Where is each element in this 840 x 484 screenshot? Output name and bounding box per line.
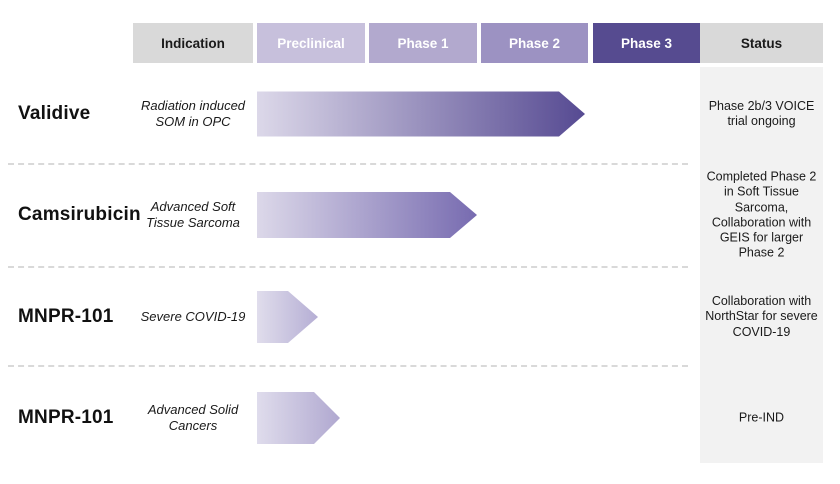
indication-mnpr101-solid: Advanced Solid Cancers <box>147 401 239 433</box>
column-header-status: Status <box>700 23 823 63</box>
drug-name-mnpr101-covid: MNPR-101 <box>18 306 114 327</box>
progress-arrow-mnpr101-solid <box>257 392 340 444</box>
status-column-panel <box>700 67 823 463</box>
drug-name-camsirubicin: Camsirubicin <box>18 204 141 225</box>
column-header-phase-2: Phase 2 <box>481 23 588 63</box>
status-camsirubicin: Completed Phase 2 in Soft Tissue Sarcoma… <box>706 169 817 260</box>
progress-arrow-validive <box>257 92 585 137</box>
drug-name-mnpr101-solid: MNPR-101 <box>18 407 114 428</box>
column-header-phase-1: Phase 1 <box>369 23 477 63</box>
status-validive: Phase 2b/3 VOICE trial ongoing <box>708 98 815 128</box>
progress-arrow-mnpr101-covid <box>257 291 318 343</box>
progress-arrow-camsirubicin <box>257 192 477 238</box>
row-separator <box>8 365 688 367</box>
indication-mnpr101-covid: Severe COVID-19 <box>140 308 246 324</box>
status-mnpr101-covid: Collaboration with NorthStar for severe … <box>705 294 818 339</box>
column-header-phase-3: Phase 3 <box>593 23 700 63</box>
row-separator <box>8 163 688 165</box>
indication-validive: Radiation induced SOM in OPC <box>140 97 246 129</box>
column-header-indication: Indication <box>133 23 253 63</box>
row-separator <box>8 266 688 268</box>
indication-camsirubicin: Advanced Soft Tissue Sarcoma <box>146 198 240 230</box>
column-header-preclinical: Preclinical <box>257 23 365 63</box>
status-mnpr101-solid: Pre-IND <box>738 410 785 425</box>
drug-name-validive: Validive <box>18 103 91 124</box>
